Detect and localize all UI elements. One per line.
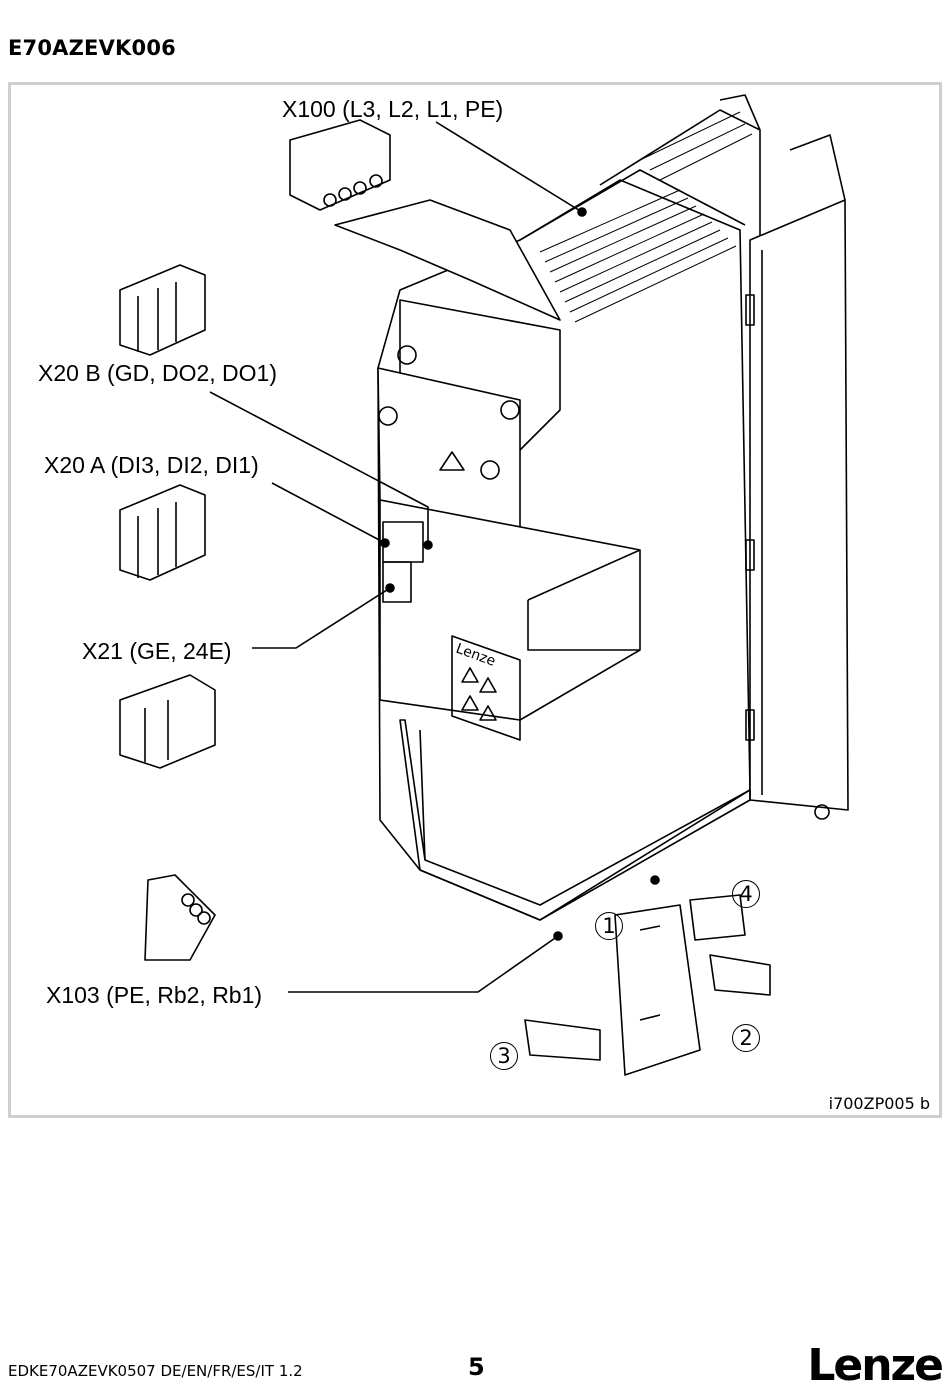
callout-1: 1 [595,912,623,940]
lenze-logo: Lenze [807,1340,944,1391]
figure-id: i700ZP005 b [828,1094,930,1113]
footer-doc-code: EDKE70AZEVK0507 DE/EN/FR/ES/IT 1.2 [8,1362,303,1380]
callout-2: 2 [732,1024,760,1052]
label-x20a: X20 A (DI3, DI2, DI1) [44,452,259,478]
figure-frame [8,82,942,1118]
label-x20b: X20 B (GD, DO2, DO1) [38,360,278,386]
document-title: E70AZEVK006 [8,36,176,60]
footer-page-number: 5 [468,1353,485,1381]
label-x21: X21 (GE, 24E) [82,638,232,664]
callout-3: 3 [490,1042,518,1070]
label-x100: X100 (L3, L2, L1, PE) [282,96,504,122]
callout-4: 4 [732,880,760,908]
label-x103: X103 (PE, Rb2, Rb1) [46,982,263,1008]
